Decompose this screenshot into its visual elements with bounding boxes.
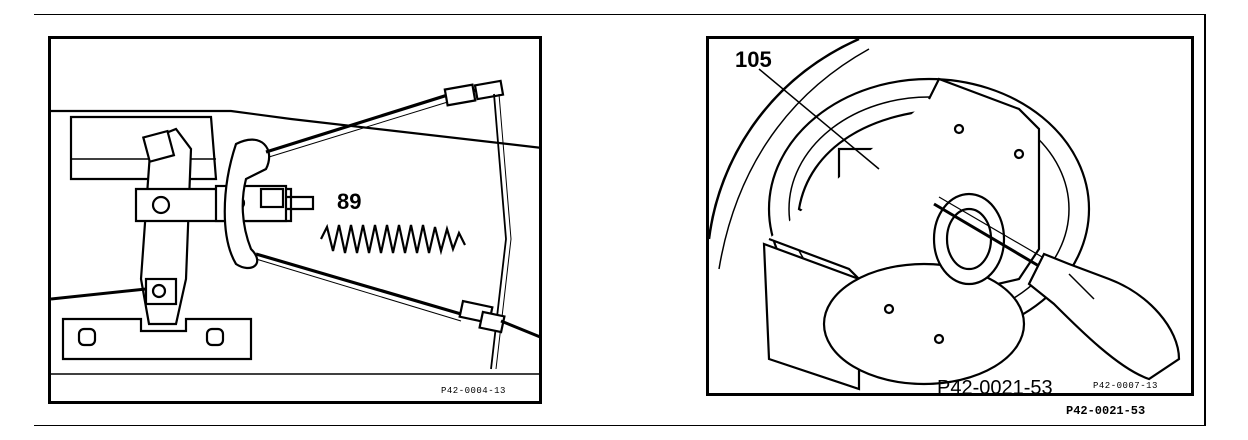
- screwdriver-handle: [1027, 252, 1181, 381]
- left-figure-code: P42-0004-13: [441, 386, 506, 396]
- screwdriver-shaft: [933, 202, 1045, 271]
- hub-bore: [932, 192, 1006, 286]
- bolt: [287, 195, 315, 211]
- equalizer: [223, 138, 271, 270]
- lever-arm: [139, 127, 193, 326]
- brake-linkage-drawing: [51, 79, 539, 375]
- page-figure-code: P42-0021-53: [1066, 404, 1146, 418]
- mounting-bracket: [61, 317, 253, 361]
- callout-105: 105: [735, 47, 772, 72]
- frame-beam: [51, 109, 539, 149]
- brake-drum-drawing: [709, 39, 1181, 391]
- callout-89: 89: [337, 189, 362, 214]
- right-figure-code-large: P42-0021-53: [937, 377, 1053, 396]
- right-diagram-panel: 105 P42-0021-53 P42-0007-13: [706, 36, 1194, 396]
- left-diagram-panel: 89 P42-0004-13: [48, 36, 542, 404]
- return-spring: [320, 223, 466, 256]
- right-figure-code-small: P42-0007-13: [1093, 381, 1158, 391]
- drum-outer-arc: [709, 39, 860, 240]
- callout-105-leader: [758, 68, 880, 170]
- outer-frame: [34, 14, 1206, 426]
- cross-member: [69, 115, 218, 181]
